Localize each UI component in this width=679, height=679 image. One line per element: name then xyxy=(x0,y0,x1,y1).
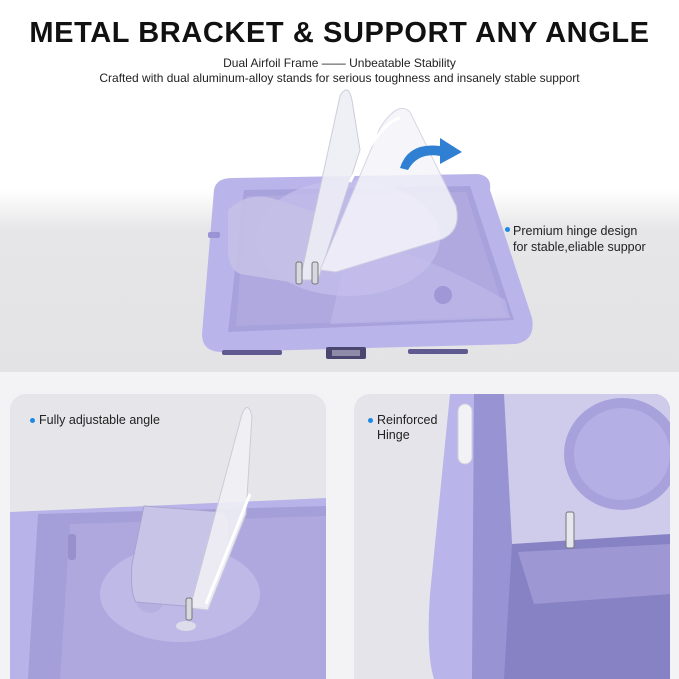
bullet-dot-icon xyxy=(30,418,35,423)
reinforced-line-1: Reinforced xyxy=(377,413,438,427)
bullet-dot-icon xyxy=(505,227,510,232)
subtitle-line-2: Crafted with dual aluminum-alloy stands … xyxy=(99,71,580,85)
hinge-callout-line-1: Premium hinge design xyxy=(513,224,638,238)
bullet-dot-icon xyxy=(368,418,373,423)
reinforced-hinge-illustration xyxy=(354,394,670,679)
hinge-callout-line-2: for stable,eliable suppor xyxy=(513,240,646,254)
adjustable-angle-illustration xyxy=(10,394,326,679)
hinge-design-callout: Premium hinge design for stable,eliable … xyxy=(513,223,646,255)
detail-section: Fully adjustable angle Reinforced Hinge xyxy=(0,372,679,679)
tablet-case-illustration xyxy=(202,89,533,359)
subtitle-line-1: Dual Airfoil Frame —— Unbeatable Stabili… xyxy=(223,56,456,70)
reinforced-line-2: Hinge xyxy=(377,428,410,442)
reinforced-hinge-label: Reinforced Hinge xyxy=(377,413,437,443)
adjustable-angle-label: Fully adjustable angle xyxy=(39,413,160,427)
adjustable-angle-panel: Fully adjustable angle xyxy=(10,394,326,679)
page-title: METAL BRACKET & SUPPORT ANY ANGLE xyxy=(29,17,650,49)
hero-section: METAL BRACKET & SUPPORT ANY ANGLE Dual A… xyxy=(0,0,679,372)
rotate-arrow-icon xyxy=(400,138,462,170)
reinforced-hinge-panel: Reinforced Hinge xyxy=(354,394,670,679)
